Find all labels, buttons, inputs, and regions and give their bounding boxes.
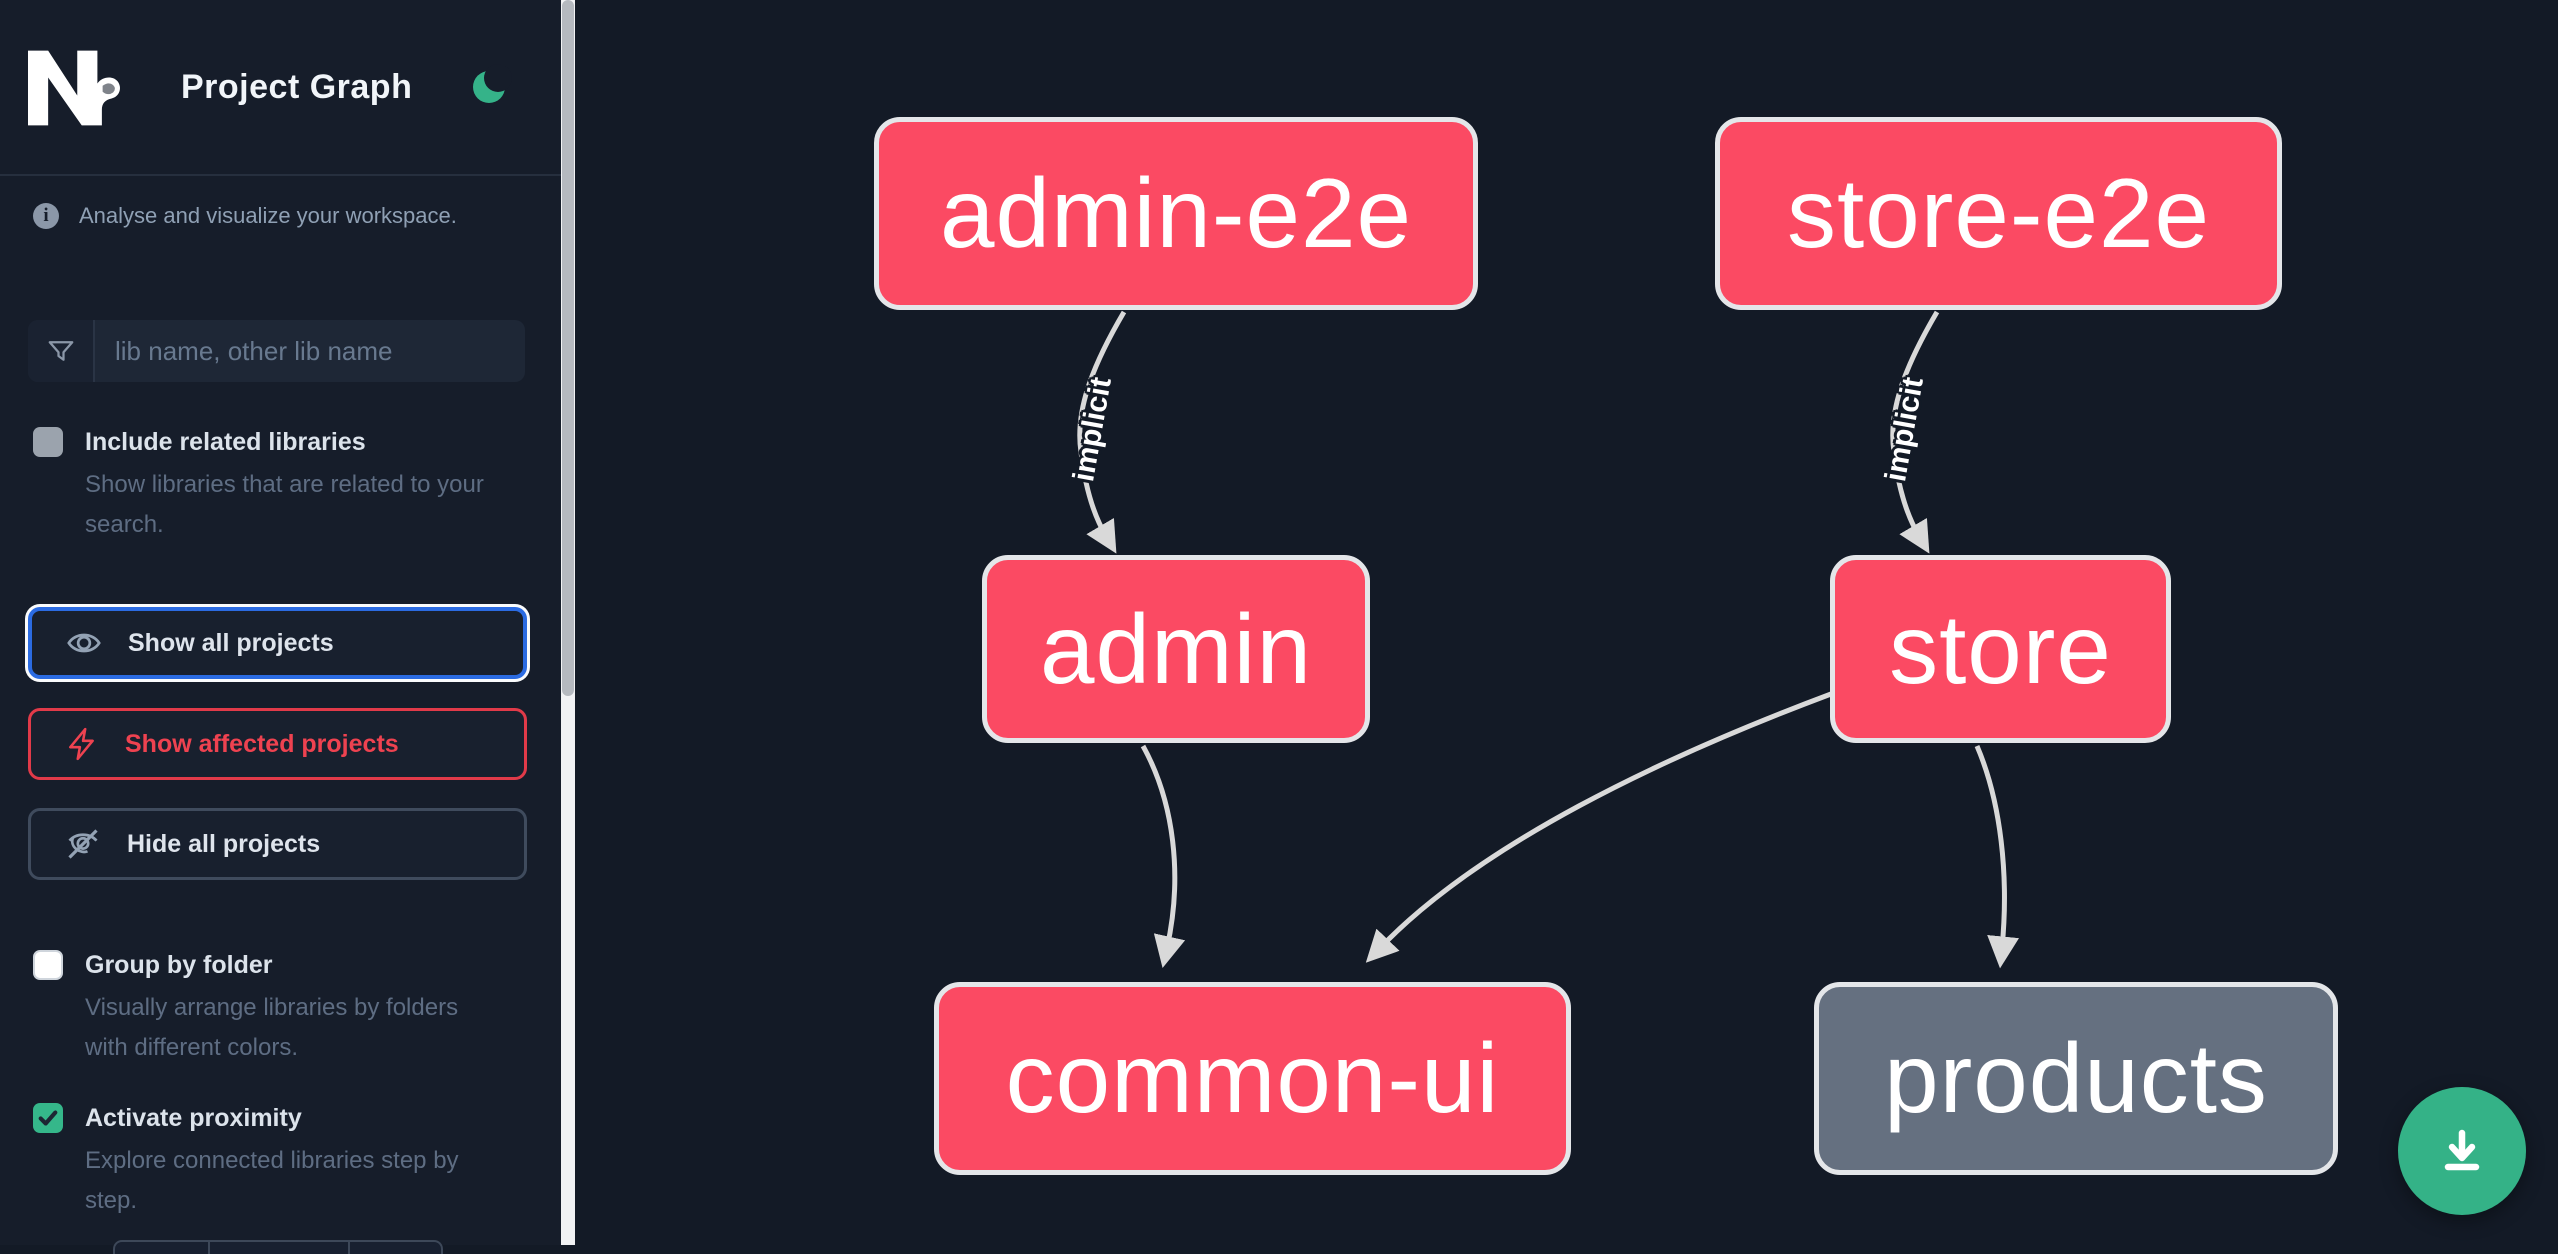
funnel-icon bbox=[28, 320, 95, 382]
page-title: Project Graph bbox=[181, 68, 413, 106]
download-icon bbox=[2444, 1129, 2480, 1171]
sidebar-header: Project Graph bbox=[0, 0, 561, 176]
activate-proximity-checkbox[interactable] bbox=[33, 1103, 63, 1133]
edge-admin-to-common-ui bbox=[1140, 744, 1186, 968]
download-graph-button[interactable] bbox=[2398, 1087, 2526, 1215]
graph-node-common-ui[interactable]: common-ui bbox=[934, 982, 1571, 1175]
bolt-icon bbox=[69, 727, 94, 761]
edge-store-e2e-to-store bbox=[1890, 310, 1940, 554]
toggle-group-by-folder: Group by folder Visually arrange librari… bbox=[33, 948, 503, 1068]
graph-node-store[interactable]: store bbox=[1830, 555, 2171, 743]
graph-node-admin[interactable]: admin bbox=[982, 555, 1370, 743]
workspace-tagline-row: i Analyse and visualize your workspace. bbox=[33, 203, 457, 229]
button-label: Show all projects bbox=[128, 628, 334, 657]
hide-all-projects-button[interactable]: Hide all projects bbox=[28, 808, 527, 880]
graph-node-products[interactable]: products bbox=[1814, 982, 2338, 1175]
edge-admin-e2e-to-admin bbox=[1077, 310, 1127, 554]
sidebar: Project Graph i Analyse and visualize yo… bbox=[0, 0, 561, 1254]
toggle-label: Include related libraries bbox=[85, 428, 366, 456]
graph-node-store-e2e[interactable]: store-e2e bbox=[1715, 117, 2282, 310]
button-label: Show affected projects bbox=[125, 729, 399, 758]
show-affected-projects-button[interactable]: Show affected projects bbox=[28, 708, 527, 780]
workspace-tagline: Analyse and visualize your workspace. bbox=[79, 203, 457, 228]
group-by-folder-checkbox[interactable] bbox=[33, 950, 63, 980]
show-all-projects-button[interactable]: Show all projects bbox=[28, 607, 527, 679]
edge-store-to-common-ui bbox=[1365, 691, 1832, 963]
toggle-activate-proximity: Activate proximity Explore connected lib… bbox=[33, 1101, 503, 1221]
toggle-description: Visually arrange libraries by folders wi… bbox=[85, 994, 459, 1061]
toggle-description: Explore connected libraries step by step… bbox=[85, 1147, 459, 1214]
include-related-checkbox[interactable] bbox=[33, 427, 63, 457]
check-icon bbox=[38, 1110, 58, 1126]
toggle-include-related: Include related libraries Show libraries… bbox=[33, 425, 503, 545]
eye-off-icon bbox=[68, 829, 98, 859]
sidebar-scrollbar-thumb[interactable] bbox=[562, 0, 574, 696]
toggle-description: Show libraries that are related to your … bbox=[85, 471, 484, 538]
project-graph-canvas[interactable]: implicit implicit admin-e2e store-e2e ad… bbox=[575, 0, 2558, 1245]
edge-store-to-products bbox=[1974, 745, 2020, 969]
info-icon: i bbox=[33, 203, 59, 229]
toggle-label: Activate proximity bbox=[85, 1104, 302, 1132]
toggle-label: Group by folder bbox=[85, 951, 273, 979]
library-filter bbox=[28, 320, 525, 382]
sidebar-scrollbar-track[interactable] bbox=[561, 0, 575, 1245]
button-label: Hide all projects bbox=[127, 829, 321, 858]
search-input[interactable] bbox=[95, 320, 525, 382]
proximity-stepper[interactable] bbox=[113, 1240, 443, 1254]
dependency-edges bbox=[1077, 310, 2020, 969]
eye-icon bbox=[67, 633, 101, 653]
theme-toggle-moon-icon[interactable] bbox=[471, 64, 512, 105]
nx-logo bbox=[28, 50, 120, 126]
graph-node-admin-e2e[interactable]: admin-e2e bbox=[874, 117, 1478, 310]
